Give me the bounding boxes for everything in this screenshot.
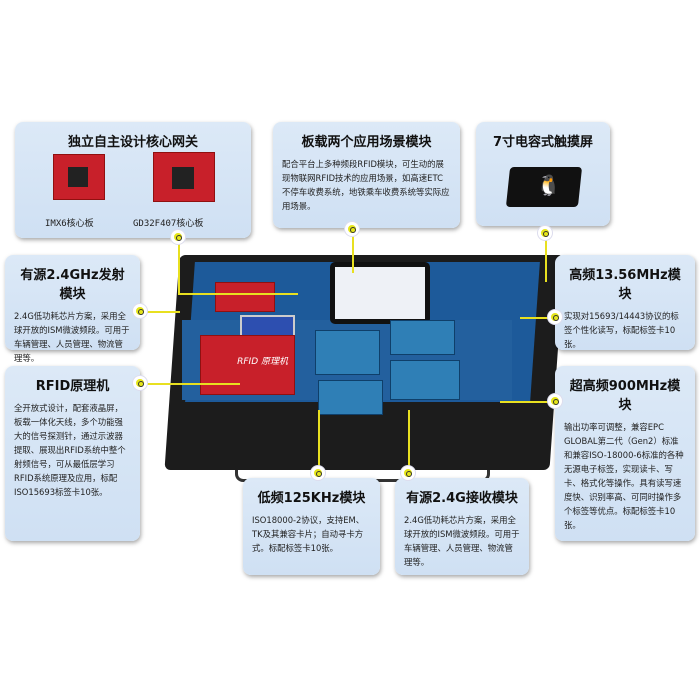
tx24-board bbox=[215, 282, 275, 312]
rx24-callout: 有源2.4G接收模块 2.4G低功耗芯片方案，采用全球开放的ISM微波频段。可用… bbox=[395, 478, 529, 575]
gd32-label: GD32F407核心板 bbox=[133, 219, 204, 229]
imx6-label: IMX6核心板 bbox=[45, 219, 94, 229]
lf-text: ISO18000-2协议，支持EM、TK及其兼容卡片；自动寻卡方式。标配标签卡1… bbox=[252, 515, 365, 553]
connector-dot bbox=[171, 230, 185, 244]
uhf-module bbox=[318, 380, 383, 415]
screen-callout: 7寸电容式触摸屏 🐧 bbox=[476, 122, 610, 226]
connector-dot bbox=[538, 226, 552, 240]
rx24-module bbox=[390, 360, 460, 400]
uhf-title: 超高频900MHz模块 bbox=[569, 379, 681, 413]
connector-dot bbox=[548, 394, 562, 408]
hf-text: 实现对15693/14443协议的标签个性化读写，标配标签卡10张。 bbox=[564, 311, 679, 349]
tx24-text: 2.4G低功耗芯片方案，采用全球开放的ISM微波频段。可用于车辆管理、人员管理、… bbox=[14, 311, 130, 363]
connector-line bbox=[545, 232, 547, 282]
rfid-principle-board: RFID 原理机 bbox=[200, 335, 295, 395]
rx24-text: 2.4G低功耗芯片方案，采用全球开放的ISM微波频段。可用于车辆管理、人员管理、… bbox=[404, 515, 520, 567]
rx24-title: 有源2.4G接收模块 bbox=[406, 491, 518, 506]
connector-line bbox=[408, 410, 410, 478]
linux-penguin-icon: 🐧 bbox=[534, 173, 563, 197]
gateway-callout: 独立自主设计核心网关 IMX6核心板 GD32F407核心板 bbox=[15, 122, 251, 238]
connector-line bbox=[140, 311, 180, 313]
tx24-callout: 有源2.4GHz发射模块 2.4G低功耗芯片方案，采用全球开放的ISM微波频段。… bbox=[5, 255, 140, 363]
scenes-callout: 板载两个应用场景模块 配合平台上多种频段RFID模块，可生动的展现物联网RFID… bbox=[273, 122, 460, 228]
connector-line bbox=[352, 228, 354, 273]
hf-module bbox=[390, 320, 455, 355]
tablet-image: 🐧 bbox=[505, 167, 583, 207]
rfid-title: RFID原理机 bbox=[35, 379, 110, 394]
chip bbox=[68, 167, 88, 187]
tx24-title: 有源2.4GHz发射模块 bbox=[20, 268, 125, 302]
scenes-text: 配合平台上多种频段RFID模块，可生动的展现物联网RFID技术的应用场景，如高速… bbox=[282, 159, 450, 211]
touch-screen bbox=[330, 262, 430, 324]
hf-callout: 高频13.56MHz模块 实现对15693/14443协议的标签个性化读写，标配… bbox=[555, 255, 695, 350]
chip bbox=[172, 167, 194, 189]
connector-dot bbox=[401, 466, 415, 480]
connector-dot bbox=[548, 310, 562, 324]
connector-line bbox=[178, 238, 180, 293]
connector-dot bbox=[133, 376, 147, 390]
connector-line bbox=[520, 317, 555, 319]
gateway-title: 独立自主设计核心网关 bbox=[67, 135, 198, 150]
screen-title: 7寸电容式触摸屏 bbox=[492, 135, 594, 150]
connector-dot bbox=[133, 304, 147, 318]
lf-callout: 低频125KHz模块 ISO18000-2协议，支持EM、TK及其兼容卡片；自动… bbox=[243, 478, 380, 575]
connector-dot bbox=[311, 466, 325, 480]
connector-line bbox=[178, 293, 298, 295]
lf-module bbox=[315, 330, 380, 375]
scenes-title: 板载两个应用场景模块 bbox=[301, 135, 432, 150]
connector-line bbox=[500, 401, 555, 403]
rfid-board-label: RFID 原理机 bbox=[237, 357, 288, 367]
gd32-board-image bbox=[153, 152, 215, 202]
hf-title: 高频13.56MHz模块 bbox=[569, 268, 681, 302]
connector-line bbox=[318, 410, 320, 478]
rfid-callout: RFID原理机 全开放式设计，配套液晶屏，板载一体化天线，多个功能强大的信号探测… bbox=[5, 366, 140, 541]
connector-dot bbox=[345, 222, 359, 236]
connector-line bbox=[140, 383, 240, 385]
lf-title: 低频125KHz模块 bbox=[257, 491, 366, 506]
rfid-text: 全开放式设计，配套液晶屏，板载一体化天线，多个功能强大的信号探测针，通过示波器提… bbox=[14, 403, 126, 497]
uhf-text: 输出功率可调整，兼容EPC GLOBAL第二代（Gen2）标准和兼容ISO-18… bbox=[564, 422, 684, 530]
imx6-board-image bbox=[53, 154, 105, 200]
uhf-callout: 超高频900MHz模块 输出功率可调整，兼容EPC GLOBAL第二代（Gen2… bbox=[555, 366, 695, 541]
